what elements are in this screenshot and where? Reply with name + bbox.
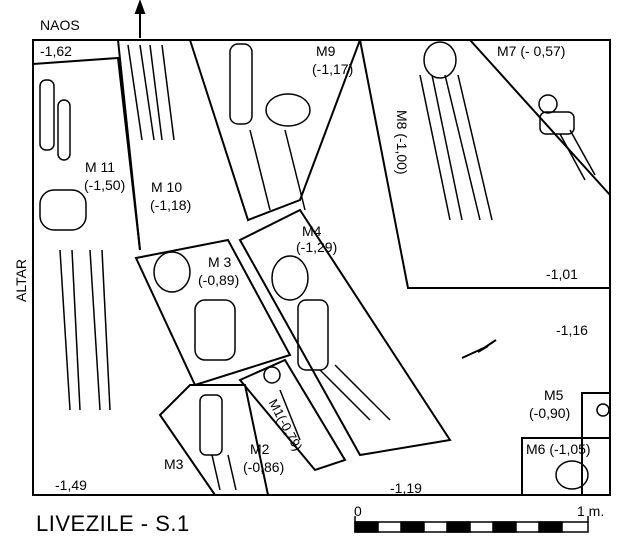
level-label: -1,01: [546, 266, 578, 282]
scale-end-label: 1 m.: [577, 503, 605, 519]
grave-label-m10: M 10: [151, 179, 183, 195]
grave-depth-m3-upper: (-0,89): [198, 272, 240, 288]
grave-label-m5: M5: [544, 387, 564, 403]
skeleton-m10: [127, 44, 175, 141]
grave-m4-outline: [238, 208, 452, 457]
scale-bar: [354, 516, 589, 533]
altar-label: ALTAR: [13, 258, 29, 302]
grave-label-m9: M9: [316, 43, 336, 59]
skeleton-m7: [538, 94, 596, 181]
grave-depth-m2: (-0,86): [243, 459, 285, 475]
skull-m6: [555, 460, 589, 490]
grave-m9-outline: [189, 39, 361, 222]
grave-label-m3-upper: M 3: [208, 254, 232, 270]
grave-label-m4: M4: [302, 223, 322, 239]
grave-label-m11: M 11: [85, 159, 116, 175]
level-label: -1,62: [40, 43, 72, 59]
plan-title: LIVEZILE - S.1: [36, 511, 190, 536]
grave-label-m3-lower: M3: [164, 456, 184, 472]
grave-m6-outline: [521, 437, 610, 495]
grave-label-m7: M7 (- 0,57): [497, 43, 566, 59]
scale-start-label: 0: [354, 503, 362, 519]
skeleton-m9: [229, 43, 311, 211]
grave-m8-outline: [359, 39, 610, 289]
grave-m5-outline: [581, 392, 610, 495]
orientation-glyph: [461, 339, 497, 359]
grave-label-m6: M6 (-1,05): [526, 441, 591, 457]
grave-m2-outline: [158, 384, 270, 496]
grave-depth-m5: (-0,90): [529, 405, 571, 421]
skeleton-m11: [39, 79, 111, 411]
grave-depth-m11: (-1,50): [84, 177, 126, 193]
skeleton-m2: [199, 394, 237, 491]
grave-label-m2: M2: [250, 441, 270, 457]
grave-label-m8: M8 (-1,00): [394, 110, 410, 175]
level-label: -1,49: [55, 477, 87, 493]
skeleton-m1: [263, 366, 301, 441]
trench-outline: [32, 39, 611, 496]
skull-m5: [596, 403, 610, 417]
skeleton-m3: [153, 251, 236, 361]
skeleton-m8: [419, 41, 493, 221]
level-label: -1,19: [390, 480, 422, 496]
grave-m3-outline: [134, 238, 292, 387]
grave-m10-outline: [117, 39, 141, 251]
grave-m11-outline: [32, 56, 141, 251]
naos-label: NAOS: [40, 17, 80, 33]
skeleton-m4: [271, 255, 391, 421]
grave-depth-m9: (-1,17): [312, 61, 354, 77]
grave-depth-m4: (-1,29): [296, 239, 338, 255]
level-label: -1,16: [556, 322, 588, 338]
grave-depth-m10: (-1,18): [150, 197, 192, 213]
